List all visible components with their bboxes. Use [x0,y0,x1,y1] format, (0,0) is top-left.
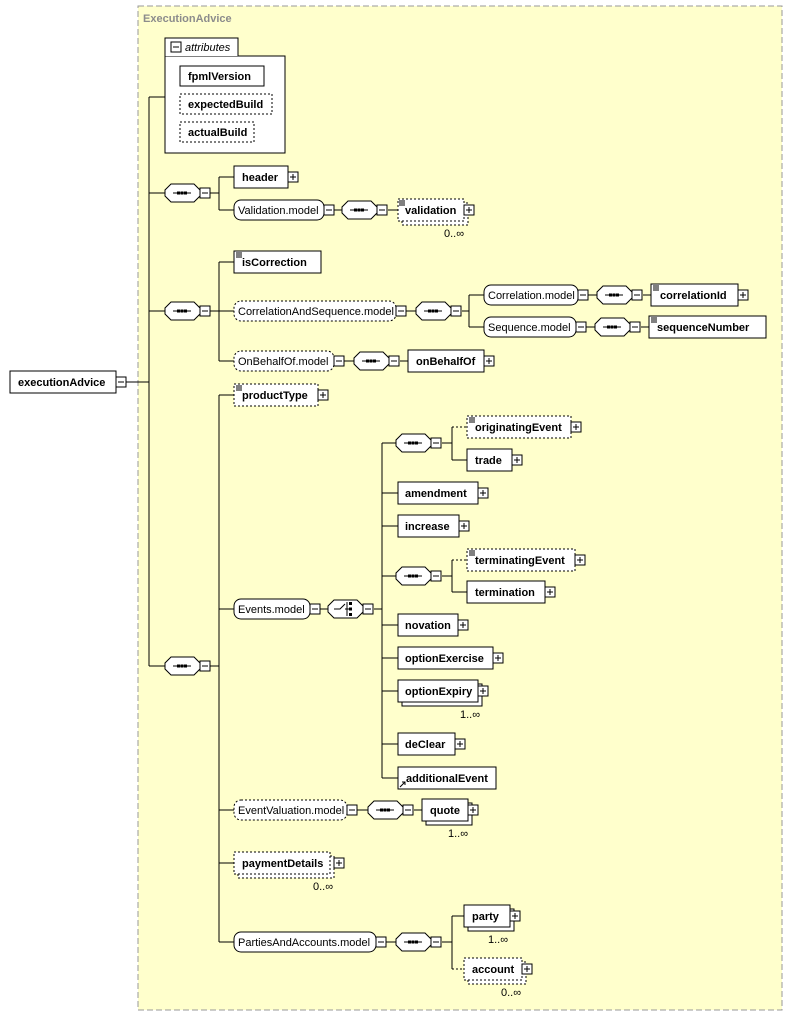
party-occurs: 1..∞ [488,934,508,946]
svg-text:party: party [472,911,500,923]
svg-text:OnBehalfOf.model: OnBehalfOf.model [238,356,329,368]
element-payment-details[interactable]: paymentDetails [233,851,345,879]
validation-occurs: 0..∞ [444,228,464,240]
sequence-originating-trade[interactable] [395,433,442,453]
svg-text:sequenceNumber: sequenceNumber [657,322,750,334]
attribute-fpml-version[interactable]: fpmlVersion [179,65,265,87]
sequence-compositor-2[interactable] [164,301,211,321]
root-element-label: executionAdvice [18,377,105,389]
choice-compositor-events[interactable] [327,599,374,619]
svg-text:onBehalfOf: onBehalfOf [416,356,476,368]
sequence-sequence[interactable] [594,317,641,337]
sequence-terminating-termination[interactable] [395,566,442,586]
svg-text:novation: novation [405,620,451,632]
svg-text:Sequence.model: Sequence.model [488,322,571,334]
element-header[interactable]: header [233,165,299,189]
sequence-parties-and-accounts[interactable] [395,932,442,952]
element-novation[interactable]: novation [397,613,469,637]
svg-text:validation: validation [405,205,457,217]
svg-text:increase: increase [405,521,450,533]
svg-text:CorrelationAndSequence.model: CorrelationAndSequence.model [238,306,394,318]
svg-text:EventValuation.model: EventValuation.model [238,805,344,817]
element-amendment[interactable]: amendment [397,481,489,505]
group-sequence-model[interactable]: Sequence.model [483,316,587,338]
connectors [126,96,651,969]
attribute-actual-build[interactable]: actualBuild [179,121,255,143]
element-de-clear[interactable]: deClear [397,732,466,756]
svg-text:paymentDetails: paymentDetails [242,858,323,870]
sequence-correlation-and-sequence[interactable] [415,301,462,321]
sequence-compositor-3[interactable] [164,656,211,676]
group-events-model[interactable]: Events.model [233,598,321,620]
group-event-valuation-model[interactable]: EventValuation.model [233,799,358,821]
element-party[interactable]: party [463,904,521,932]
svg-text:productType: productType [242,390,308,402]
element-increase[interactable]: increase [397,514,470,538]
svg-text:termination: termination [475,587,535,599]
svg-text:Events.model: Events.model [238,604,305,616]
svg-text:quote: quote [430,805,460,817]
element-validation[interactable]: validation [397,198,475,226]
attributes-collapse-icon[interactable] [170,41,182,53]
element-additional-event[interactable]: additionalEvent [397,766,497,790]
svg-text:optionExercise: optionExercise [405,653,484,665]
sequence-correlation[interactable] [596,285,643,305]
attribute-expected-build[interactable]: expectedBuild [179,93,273,115]
svg-text:account: account [472,964,515,976]
svg-text:terminatingEvent: terminatingEvent [475,555,565,567]
svg-text:isCorrection: isCorrection [242,257,307,269]
element-trade[interactable]: trade [466,448,523,472]
group-validation-model[interactable]: Validation.model [233,199,335,221]
element-originating-event[interactable]: originatingEvent [466,415,582,439]
svg-text:actualBuild: actualBuild [188,127,247,139]
svg-text:optionExpiry: optionExpiry [405,686,473,698]
svg-text:Correlation.model: Correlation.model [488,290,575,302]
svg-text:additionalEvent: additionalEvent [406,773,488,785]
element-option-exercise[interactable]: optionExercise [397,646,504,670]
svg-text:correlationId: correlationId [660,290,727,302]
payment-details-occurs: 0..∞ [313,881,333,893]
sequence-compositor-1[interactable] [164,183,211,203]
element-quote[interactable]: quote [421,798,479,826]
svg-text:trade: trade [475,455,502,467]
element-correlation-id[interactable]: correlationId [650,283,749,307]
root-element-box[interactable]: executionAdvice [9,370,117,394]
optional-connectors [452,426,467,970]
element-is-correction[interactable]: isCorrection [233,250,322,274]
element-option-expiry[interactable]: optionExpiry [397,679,489,707]
reference-arrow-icon [399,781,406,788]
svg-text:Validation.model: Validation.model [238,205,319,217]
sequence-on-behalf-of[interactable] [353,351,400,371]
sequence-validation[interactable] [341,200,388,220]
root-collapse-icon[interactable] [115,376,127,388]
svg-text:amendment: amendment [405,488,467,500]
element-sequence-number[interactable]: sequenceNumber [648,315,767,339]
group-correlation-model[interactable]: Correlation.model [483,284,589,306]
svg-text:PartiesAndAccounts.model: PartiesAndAccounts.model [238,937,370,949]
account-occurs: 0..∞ [501,987,521,999]
svg-text:fpmlVersion: fpmlVersion [188,71,251,83]
svg-text:expectedBuild: expectedBuild [188,99,263,111]
element-account[interactable]: account [463,957,533,985]
svg-text:header: header [242,172,279,184]
element-on-behalf-of[interactable]: onBehalfOf [407,349,495,373]
svg-text:deClear: deClear [405,739,446,751]
element-termination[interactable]: termination [466,580,556,604]
quote-occurs: 1..∞ [448,828,468,840]
element-terminating-event[interactable]: terminatingEvent [466,548,586,572]
option-expiry-occurs: 1..∞ [460,709,480,721]
group-on-behalf-of-model[interactable]: OnBehalfOf.model [233,350,345,372]
frame-title: ExecutionAdvice [143,13,232,25]
sequence-event-valuation[interactable] [367,800,414,820]
group-parties-and-accounts-model[interactable]: PartiesAndAccounts.model [233,931,387,953]
attributes-label: attributes [185,42,231,54]
svg-text:originatingEvent: originatingEvent [475,422,562,434]
element-product-type[interactable]: productType [233,383,329,407]
group-correlation-and-sequence-model[interactable]: CorrelationAndSequence.model [233,300,407,322]
